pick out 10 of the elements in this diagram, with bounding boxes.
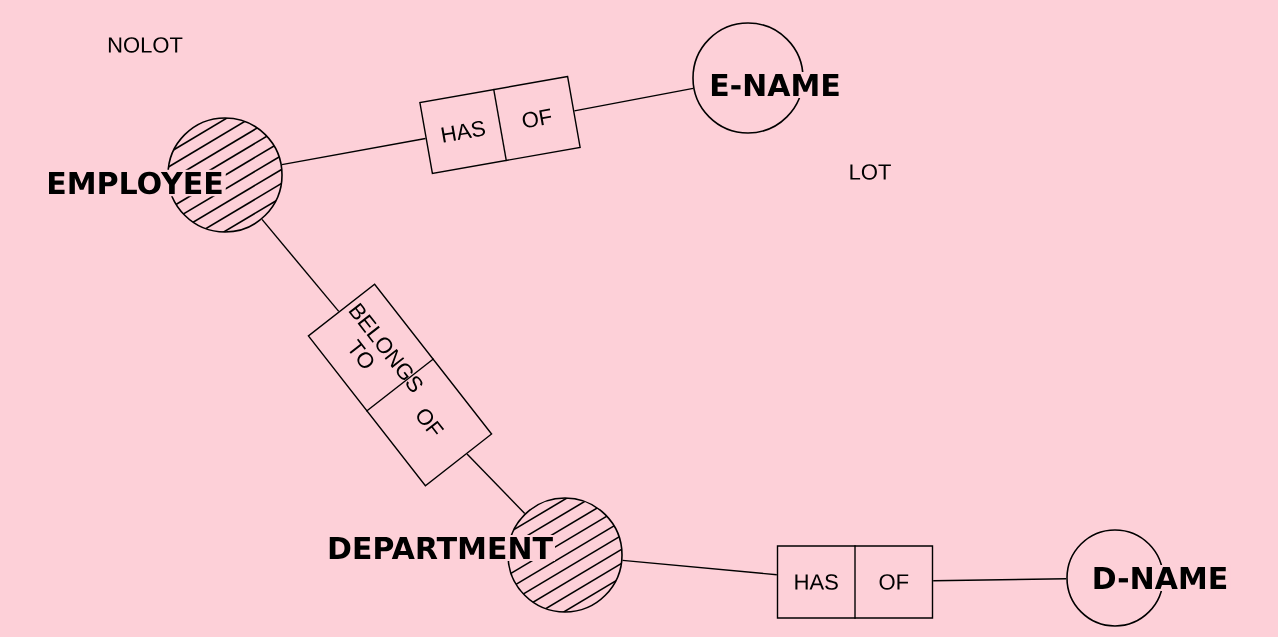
connector-line bbox=[261, 218, 340, 313]
role-box: HAS OF bbox=[776, 544, 934, 620]
connector-line bbox=[466, 453, 526, 515]
connector-line bbox=[281, 137, 427, 166]
type-label: NOLOT bbox=[108, 37, 183, 53]
connector-line bbox=[932, 578, 1067, 582]
type-label: LOT bbox=[850, 164, 891, 180]
connector-line bbox=[573, 87, 694, 112]
connector-line bbox=[621, 559, 778, 576]
role-box: HAS OF bbox=[419, 75, 581, 175]
